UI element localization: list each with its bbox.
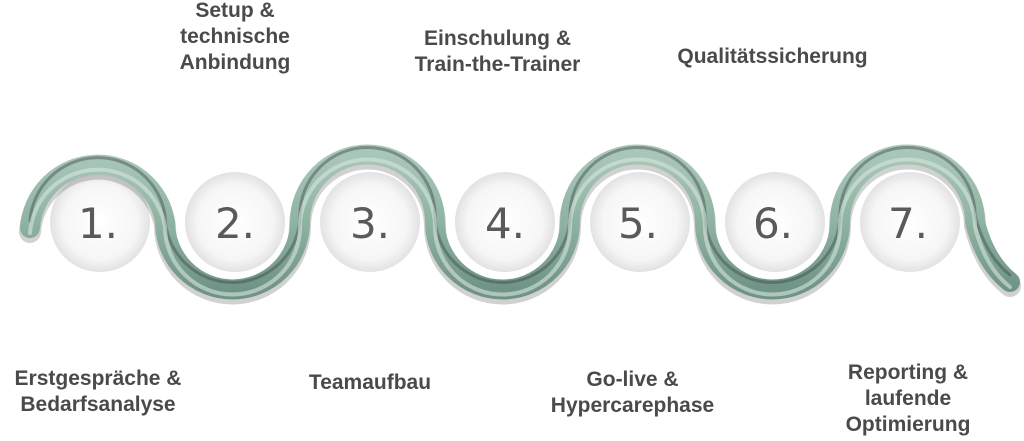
wave-highlight (28, 157, 1012, 297)
step-number-6: 6. (753, 199, 793, 248)
step-label-1: Erstgespräche & Bedarfsanalyse (14, 367, 182, 416)
step-number-3: 3. (350, 199, 390, 248)
step-circle-5 (590, 172, 690, 272)
step-numbers: 1. 2. 3. 4. 5. 6. 7. (78, 199, 928, 248)
step-label-5: Go-live & Hypercarephase (550, 368, 715, 417)
step-number-7: 7. (888, 199, 928, 248)
step-circle-2 (185, 172, 285, 272)
step-label-6: Qualitätssicherung (677, 45, 868, 68)
step-circle-4 (455, 172, 555, 272)
step-circle-1 (50, 172, 150, 272)
step-number-1: 1. (78, 199, 118, 248)
step-circle-6 (725, 172, 825, 272)
step-number-2: 2. (215, 199, 255, 248)
step-number-4: 4. (485, 199, 525, 248)
step-circle-3 (320, 172, 420, 272)
step-label-2: Setup & technische Anbindung (179, 0, 291, 74)
step-label-3: Teamaufbau (308, 371, 432, 394)
wave-inner-edge (28, 146, 1012, 284)
step-label-7: Reporting & laufende Optimierung (845, 361, 971, 436)
step-circle-7 (860, 172, 960, 272)
step-circles (50, 172, 960, 272)
step-number-5: 5. (618, 199, 658, 248)
step-label-4: Einschulung & Train-the-Trainer (414, 27, 581, 76)
